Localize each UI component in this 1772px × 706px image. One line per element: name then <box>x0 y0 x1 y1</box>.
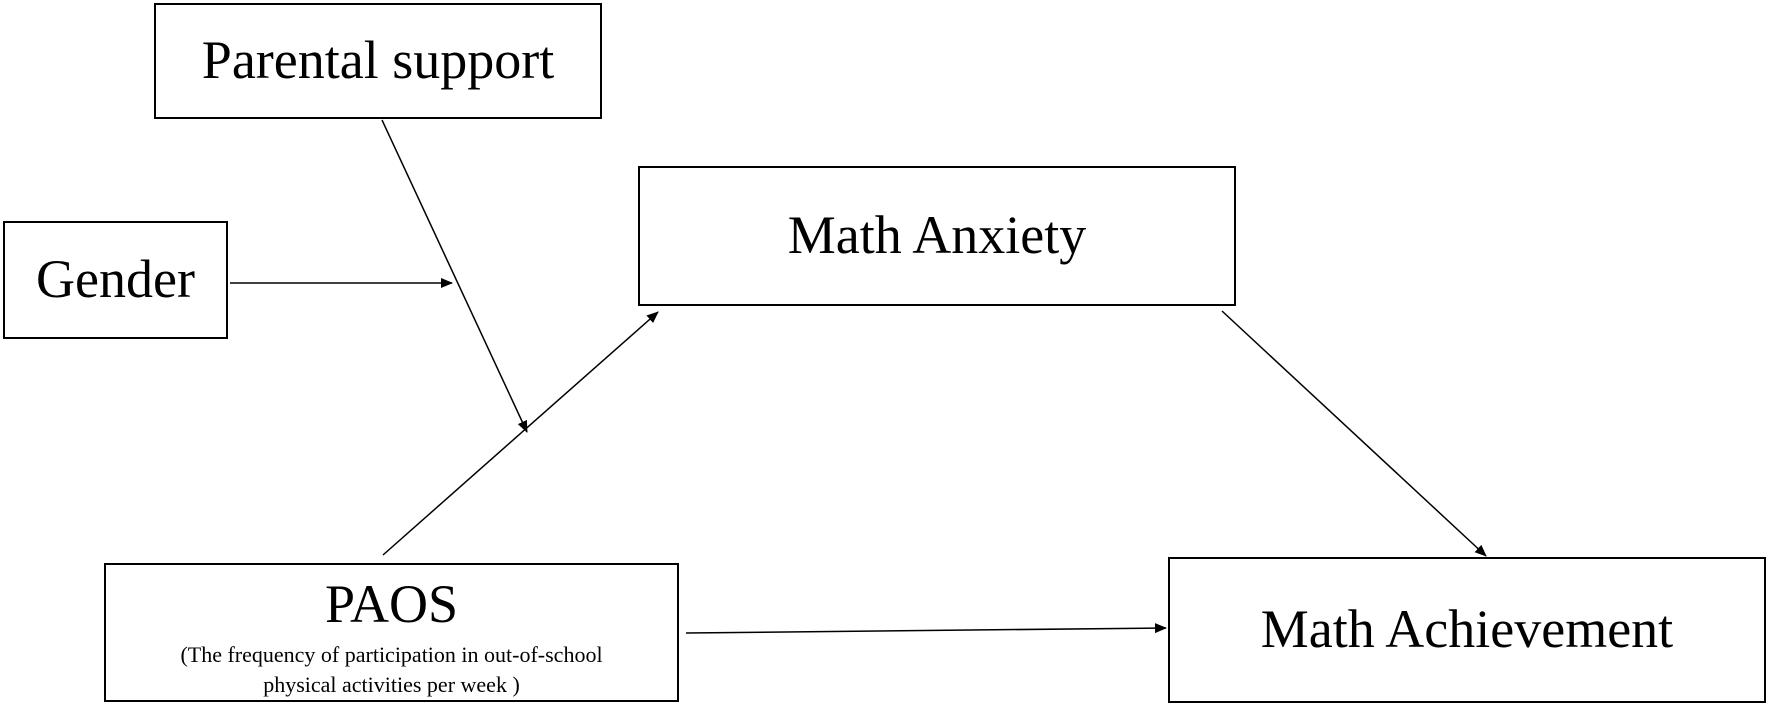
edge-parental-support-to-paos-anxiety-path <box>381 119 528 433</box>
edge-paos-to-math-achievement <box>685 623 1167 634</box>
node-paos: PAOS (The frequency of participation in … <box>104 563 679 702</box>
node-gender: Gender <box>3 221 228 339</box>
node-label: Gender <box>36 249 195 310</box>
node-math-anxiety: Math Anxiety <box>638 166 1236 306</box>
node-sublabel-line1: (The frequency of participation in out-o… <box>180 642 603 668</box>
node-sublabel-line2: physical activities per week ) <box>263 672 520 698</box>
edge-paos-to-math-anxiety <box>382 311 659 556</box>
node-parental-support: Parental support <box>154 3 602 119</box>
node-label: Math Anxiety <box>787 205 1087 266</box>
node-label: Parental support <box>201 30 555 91</box>
node-label: Math Achievement <box>1260 599 1674 660</box>
node-math-achievement: Math Achievement <box>1168 557 1766 703</box>
node-label: PAOS <box>324 574 459 634</box>
edge-math-anxiety-to-math-achievement <box>1221 310 1487 557</box>
